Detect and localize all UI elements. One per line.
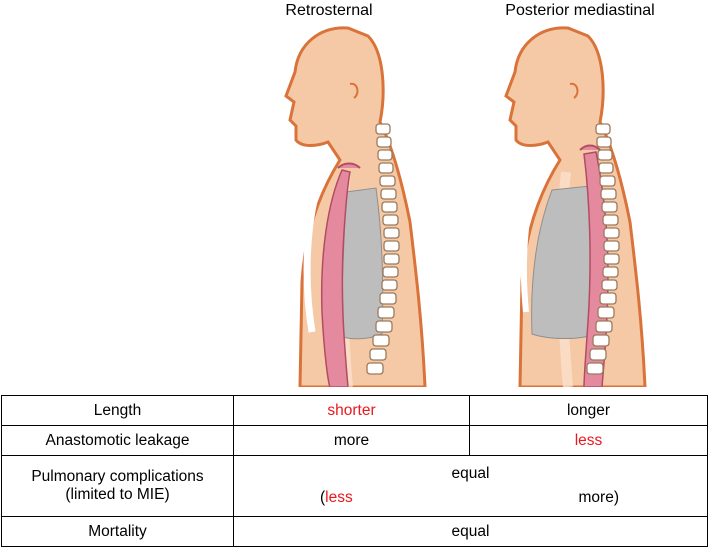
pulmonary-less: less: [325, 489, 353, 506]
pulmonary-label-line1: Pulmonary complications: [31, 468, 204, 485]
sternum-gap: [303, 191, 320, 333]
ear: [569, 82, 579, 99]
table-row-leakage: Anastomotic leakage more less: [1, 425, 708, 456]
retrosternal-body-illustration: [284, 26, 427, 387]
spine: [366, 123, 400, 375]
posterior-mediastinal-body-illustration: [504, 26, 647, 387]
table-row-length: Length shorter longer: [1, 395, 708, 426]
ear: [349, 82, 359, 99]
mortality-equal: equal: [233, 516, 708, 547]
row-label-pulmonary: Pulmonary complications (limited to MIE): [1, 455, 234, 517]
leakage-retrosternal: more: [233, 425, 470, 456]
comparison-table: Length shorter longer Anastomotic leakag…: [1, 395, 708, 547]
posterior-mediastinal-title: Posterior mediastinal: [505, 2, 655, 19]
pulmonary-merged-cell: equal (less more): [233, 455, 708, 517]
leakage-posterior: less: [469, 425, 708, 456]
row-label-leakage: Anastomotic leakage: [1, 425, 234, 456]
pulmonary-less-group: (less: [320, 489, 353, 507]
anastomosis: [337, 162, 361, 169]
length-posterior: longer: [469, 395, 708, 426]
anastomosis: [579, 144, 601, 151]
row-label-length: Length: [1, 395, 234, 426]
length-retrosternal: shorter: [233, 395, 470, 426]
pulmonary-open-paren: (: [320, 489, 326, 506]
row-label-mortality: Mortality: [1, 516, 234, 547]
gastric-conduit: [320, 169, 351, 387]
table-row-mortality: Mortality equal: [1, 516, 708, 547]
spine: [586, 123, 620, 375]
pulmonary-equal: equal: [451, 465, 490, 482]
table-row-pulmonary: Pulmonary complications (limited to MIE)…: [1, 455, 708, 517]
pulmonary-more: more): [578, 489, 619, 506]
sternum-gap: [520, 199, 533, 313]
lung-cavity: [339, 187, 384, 340]
pulmonary-label-line2: (limited to MIE): [65, 486, 170, 503]
retrosternal-title: Retrosternal: [285, 2, 373, 19]
